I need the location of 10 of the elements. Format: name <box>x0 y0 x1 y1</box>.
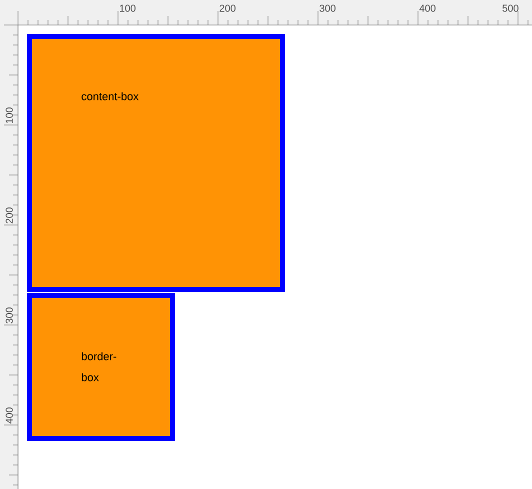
ruler-number: 200 <box>220 4 236 12</box>
ruler-number: 100 <box>120 4 136 12</box>
ruler-number: 100 <box>6 108 13 124</box>
box: border-box <box>27 292 175 441</box>
ruler-number: 300 <box>320 4 336 12</box>
ruler-number: 300 <box>6 308 13 324</box>
ruler-number: 400 <box>419 4 436 12</box>
ruler-number: 400 <box>6 408 13 424</box>
ruler-number: 500 <box>502 4 518 12</box>
ruler-number: 200 <box>6 208 13 224</box>
